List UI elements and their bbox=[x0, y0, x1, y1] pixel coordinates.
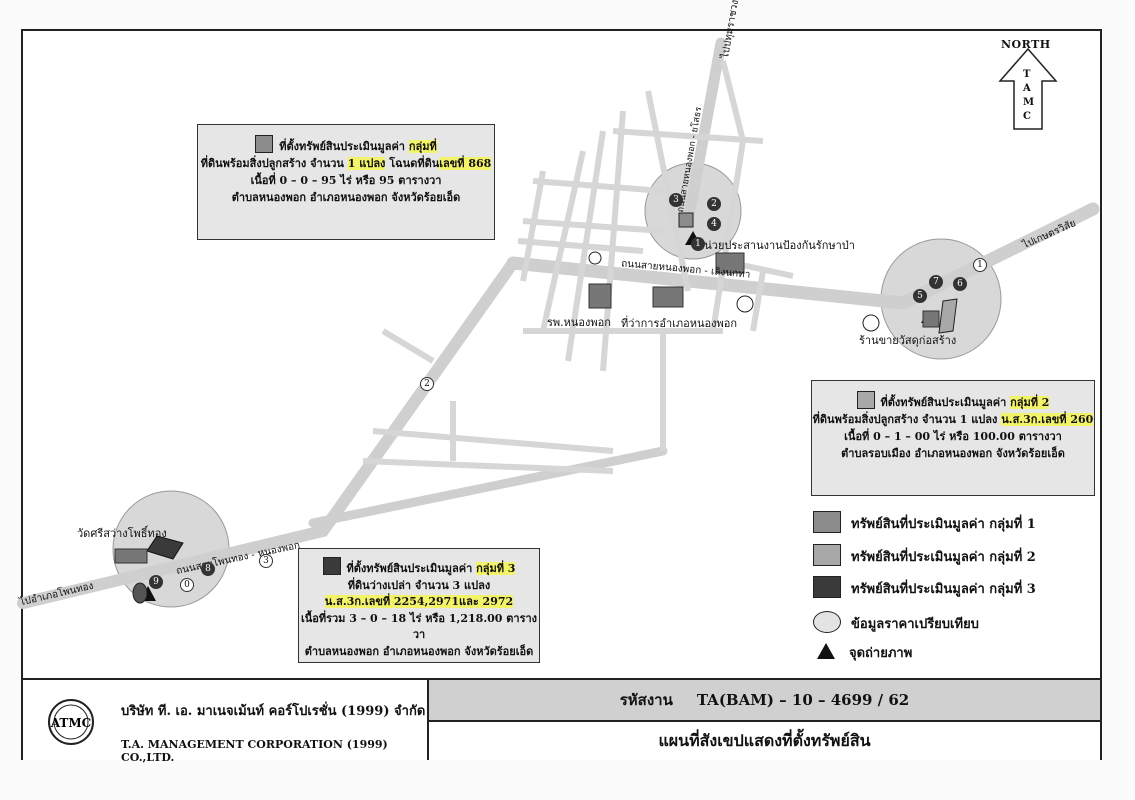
group-1-swatch bbox=[255, 135, 274, 153]
property-marker-group-3 bbox=[146, 535, 184, 560]
legend-item-group-2: ทรัพย์สินที่ประเมินมูลค่า กลุ่มที่ 2 bbox=[813, 544, 1036, 567]
road-map bbox=[17, 37, 1100, 609]
box1-location: ตำบลหนองพอก อำเภอหนองพอก จังหวัดร้อยเอ็ด bbox=[231, 191, 461, 205]
box1-deed-number: เลขที่ 868 bbox=[439, 157, 492, 171]
north-letter: T bbox=[1023, 69, 1031, 80]
legend-swatch bbox=[813, 576, 841, 598]
legend-item-group-1: ทรัพย์สินที่ประเมินมูลค่า กลุ่มที่ 1 bbox=[813, 511, 1036, 534]
road-se bbox=[308, 446, 668, 528]
legend-label: ข้อมูลราคาเปรียบเทียบ bbox=[851, 617, 979, 632]
job-block: รหัสงาน TA(BAM) – 10 – 4699 / 62 แผนที่ส… bbox=[429, 680, 1100, 760]
legend-swatch bbox=[813, 544, 841, 566]
photo-point-number: 0 bbox=[180, 578, 194, 592]
place-label-temple: วัดศรีสว่างโพธิ์ทอง bbox=[77, 527, 167, 540]
box3-location: ตำบลหนองพอก อำเภอหนองพอก จังหวัดร้อยเอ็ด bbox=[304, 644, 534, 658]
gas-station-icon bbox=[736, 295, 754, 313]
shop-logo-icon bbox=[862, 314, 880, 332]
fuel-drop-icon bbox=[132, 582, 148, 604]
photo-point-number: 3 bbox=[669, 193, 683, 207]
box2-deed-number: น.ส.3ก.เลขที่ 260 bbox=[1001, 413, 1094, 427]
photo-point-number: 5 bbox=[913, 289, 927, 303]
road-north bbox=[682, 37, 727, 227]
map-frame: NORTH T A M C ไปปทุมราชวงศา ไปเกษตรวิสัย… bbox=[17, 0, 1102, 764]
box2-area: เนื้อที่ 0 – 1 – 00 ไร่ หรือ 100.00 ตารา… bbox=[844, 430, 1062, 444]
box1-heading: ที่ตั้งทรัพย์สินประเมินมูลค่า bbox=[279, 140, 409, 153]
district-office-building-icon bbox=[652, 286, 684, 308]
route-number-marker: 1 bbox=[973, 258, 987, 272]
job-code-row: รหัสงาน TA(BAM) – 10 – 4699 / 62 bbox=[429, 680, 1100, 722]
box1-deed-label: โฉนดที่ดิน bbox=[385, 157, 440, 171]
photo-point-number: 8 bbox=[201, 562, 215, 576]
job-code-label: รหัสงาน bbox=[619, 691, 673, 709]
box2-land-desc: ที่ดินพร้อมสิ่งปลูกสร้าง จำนวน 1 แปลง bbox=[812, 413, 1002, 427]
box2-heading: ที่ตั้งทรัพย์สินประเมินมูลค่า bbox=[880, 396, 1011, 409]
company-name-thai: บริษัท ที. เอ. มาเนจเม้นท์ คอร์โปเรชั่น … bbox=[121, 704, 426, 719]
box1-area: เนื้อที่ 0 – 0 – 95 ไร่ หรือ 95 ตารางวา bbox=[250, 174, 442, 188]
legend-photo-arrow-icon bbox=[817, 643, 835, 659]
north-label: NORTH bbox=[1001, 38, 1051, 51]
box3-heading-highlight: กลุ่มที่ 3 bbox=[476, 562, 516, 575]
group-3-swatch bbox=[322, 557, 341, 575]
route-number-marker: 2 bbox=[420, 377, 434, 391]
box2-location: ตำบลรอบเมือง อำเภอหนองพอก จังหวัดร้อยเอ็… bbox=[841, 447, 1065, 461]
place-label-forest-unit: หน่วยประสานงานป้องกันรักษาป่า bbox=[697, 239, 855, 252]
property-marker-group-2 bbox=[938, 298, 958, 334]
photo-point-number: 1 bbox=[691, 237, 705, 251]
job-code-value: TA(BAM) – 10 – 4699 / 62 bbox=[696, 691, 910, 709]
box3-heading: ที่ตั้งทรัพย์สินประเมินมูลค่า bbox=[346, 562, 477, 575]
legend-label: ทรัพย์สินที่ประเมินมูลค่า กลุ่มที่ 1 bbox=[851, 517, 1036, 532]
route-number-marker: 3 bbox=[259, 554, 273, 568]
legend-item-compare: ข้อมูลราคาเปรียบเทียบ bbox=[813, 611, 979, 634]
road-sw bbox=[17, 257, 519, 609]
legend-item-group-3: ทรัพย์สินที่ประเมินมูลค่า กลุ่มที่ 3 bbox=[813, 576, 1036, 599]
box1-heading-highlight: กลุ่มที่ bbox=[408, 140, 437, 153]
legend-compare-circle-icon bbox=[813, 611, 841, 633]
legend-swatch bbox=[813, 511, 841, 533]
box3-area: เนื้อที่รวม 3 – 0 – 18 ไร่ หรือ 1,218.00… bbox=[300, 611, 538, 642]
legend-label: ทรัพย์สินที่ประเมินมูลค่า กลุ่มที่ 2 bbox=[851, 550, 1036, 565]
town-grid bbox=[362, 60, 794, 474]
legend-label: ทรัพย์สินที่ประเมินมูลค่า กลุ่มที่ 3 bbox=[851, 582, 1036, 597]
place-label-construction-shop: ร้านขายวัสดุก่อสร้าง bbox=[859, 334, 957, 347]
north-letter: C bbox=[1023, 111, 1031, 122]
post-office-icon bbox=[588, 251, 602, 265]
photo-point-number: 9 bbox=[149, 575, 163, 589]
logo-text: ATMC bbox=[50, 716, 91, 730]
group-2-swatch bbox=[856, 391, 875, 409]
box3-land-desc: ที่ดินว่างเปล่า จำนวน 3 แปลง bbox=[347, 578, 491, 592]
info-box-group-1: ที่ตั้งทรัพย์สินประเมินมูลค่า กลุ่มที่ ท… bbox=[197, 124, 495, 240]
photo-point-number: 7 bbox=[929, 275, 943, 289]
box1-land-count: 1 แปลง bbox=[347, 157, 386, 171]
shop-building-icon bbox=[922, 310, 940, 328]
company-block: ATMC บริษัท ที. เอ. มาเนจเม้นท์ คอร์โปเร… bbox=[23, 680, 429, 764]
north-arrow-icon bbox=[998, 47, 1058, 130]
photo-point-number: 2 bbox=[707, 197, 721, 211]
legend-label: จุดถ่ายภาพ bbox=[849, 646, 913, 661]
title-block: ATMC บริษัท ที. เอ. มาเนจเม้นท์ คอร์โปเร… bbox=[23, 678, 1100, 764]
property-marker-group-1 bbox=[678, 212, 694, 228]
place-label-hospital: รพ.หนองพอก bbox=[547, 316, 611, 329]
box1-land-desc: ที่ดินพร้อมสิ่งปลูกสร้าง จำนวน bbox=[200, 157, 348, 171]
north-letter: A bbox=[1023, 83, 1031, 94]
company-name-english: T.A. MANAGEMENT CORPORATION (1999) CO.,L… bbox=[121, 738, 388, 764]
temple-building-icon bbox=[114, 548, 148, 564]
market-building-icon bbox=[715, 252, 745, 274]
photo-point-number: 4 bbox=[707, 217, 721, 231]
legend-item-photo: จุดถ่ายภาพ bbox=[813, 642, 912, 663]
info-box-group-2: ที่ตั้งทรัพย์สินประเมินมูลค่า กลุ่มที่ 2… bbox=[811, 380, 1095, 496]
photo-point-number: 6 bbox=[953, 277, 967, 291]
company-logo-icon: ATMC bbox=[48, 699, 94, 745]
info-box-group-3: ที่ตั้งทรัพย์สินประเมินมูลค่า กลุ่มที่ 3… bbox=[298, 548, 540, 663]
box3-deed-numbers: น.ส.3ก.เลขที่ 2254,2971และ 2972 bbox=[324, 595, 514, 608]
box2-heading-highlight: กลุ่มที่ 2 bbox=[1010, 396, 1050, 409]
place-label-district-office: ที่ว่าการอำเภอหนองพอก bbox=[621, 317, 738, 330]
hospital-building-icon bbox=[588, 283, 612, 309]
north-letter: M bbox=[1023, 97, 1035, 108]
map-title: แผนที่สังเขปแสดงที่ตั้งทรัพย์สิน bbox=[429, 722, 1100, 760]
